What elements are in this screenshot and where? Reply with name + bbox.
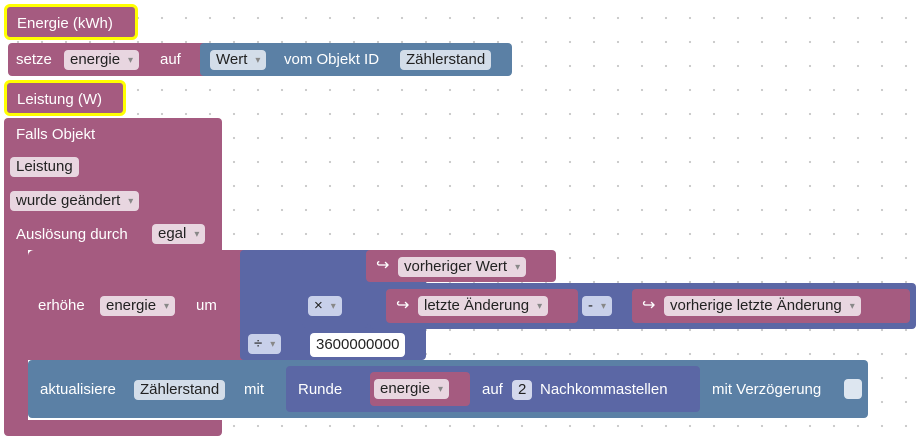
trigger-object-field[interactable]: Leistung — [10, 157, 79, 177]
delay-checkbox[interactable] — [844, 379, 862, 399]
update-object-id-field[interactable]: Zählerstand — [134, 380, 226, 400]
um-label: um — [196, 297, 217, 314]
last-change-arrow-icon: ↪ — [396, 297, 410, 314]
comment-energy-text: Energie (kWh) — [17, 15, 113, 32]
trigger-block[interactable]: Falls Objekt Leistung wurde geändert Aus… — [4, 118, 222, 250]
prev-last-change-arrow-icon: ↪ — [642, 297, 656, 314]
vom-objekt-label: vom Objekt ID — [284, 51, 380, 68]
set-variable-block[interactable]: setze energie auf — [8, 43, 232, 76]
round-variable-block[interactable]: energie — [370, 372, 470, 406]
last-change-block[interactable]: ↪ letzte Änderung — [386, 289, 578, 323]
nachkommastellen-label: Nachkommastellen — [540, 381, 668, 398]
prev-last-change-dropdown[interactable]: vorherige letzte Änderung — [664, 296, 861, 316]
previous-value-arrow-icon: ↪ — [376, 257, 390, 274]
round-variable-dropdown[interactable]: energie — [374, 379, 450, 399]
trigger-condition-dropdown[interactable]: wurde geändert — [10, 191, 140, 211]
decimals-number-field[interactable]: 2 — [512, 380, 533, 400]
comment-power-text: Leistung (W) — [17, 91, 103, 108]
runde-label: Runde — [298, 381, 343, 398]
trigger-block-spine — [4, 248, 28, 424]
multiplication-operator-dropdown[interactable]: × — [308, 296, 342, 316]
comment-power[interactable]: Leistung (W) — [4, 80, 126, 116]
previous-value-dropdown[interactable]: vorheriger Wert — [398, 257, 527, 277]
multiplication-block[interactable]: × — [302, 250, 368, 328]
prev-last-change-block[interactable]: ↪ vorherige letzte Änderung — [632, 289, 910, 323]
divisor-number-field[interactable]: 3600000000 — [310, 333, 406, 357]
set-label: setze — [16, 51, 52, 68]
object-id-field[interactable]: Zählerstand — [400, 50, 492, 70]
minus-operator-dropdown[interactable]: - — [582, 296, 613, 316]
round-auf-label: auf — [482, 381, 503, 398]
last-change-dropdown[interactable]: letzte Änderung — [418, 296, 549, 316]
auf-label: auf — [160, 51, 181, 68]
trigger-option-dropdown[interactable]: egal — [152, 224, 206, 244]
round-block[interactable]: Runde auf 2 Nachkommastellen — [286, 366, 700, 412]
mit-label: mit — [244, 381, 264, 398]
value-property-dropdown[interactable]: Wert — [210, 50, 267, 70]
aktualisiere-label: aktualisiere — [40, 381, 116, 398]
increase-variable-dropdown[interactable]: energie — [100, 296, 176, 316]
mit-verzoegerung-label: mit Verzögerung — [712, 381, 822, 398]
falls-objekt-label: Falls Objekt — [16, 126, 96, 143]
division-operator-dropdown[interactable]: ÷ — [248, 334, 282, 354]
trigger-block-bottom — [4, 420, 222, 436]
comment-energy[interactable]: Energie (kWh) — [4, 4, 138, 40]
set-variable-dropdown[interactable]: energie — [64, 50, 140, 70]
previous-value-block[interactable]: ↪ vorheriger Wert — [366, 250, 556, 282]
erhoehe-label: erhöhe — [38, 297, 85, 314]
get-object-value-block[interactable]: Wert vom Objekt ID Zählerstand — [200, 43, 512, 76]
ausloesung-label: Auslösung durch — [16, 226, 128, 243]
increase-block[interactable]: erhöhe energie um — [28, 250, 244, 360]
